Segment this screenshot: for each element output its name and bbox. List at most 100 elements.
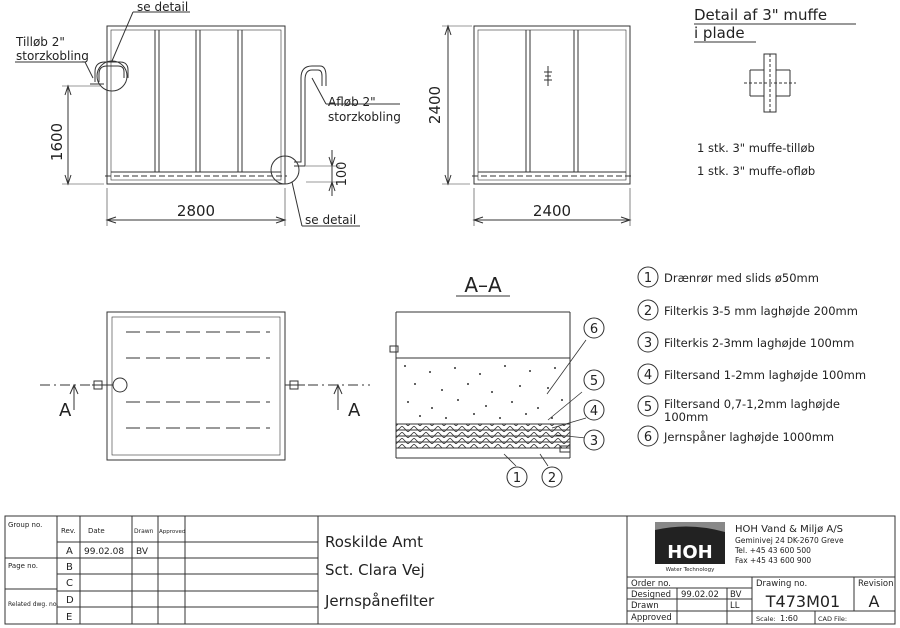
company-tel: Tel. +45 43 600 500 [734, 546, 811, 555]
cad-file-label: CAD File: [818, 615, 847, 623]
detail-item-2: 1 stk. 3" muffe-ofløb [697, 164, 815, 178]
svg-text:1: 1 [644, 271, 652, 286]
legend-item-1: 1 Drænrør med slids ø50mm [637, 266, 819, 288]
plan-inlet-circle [112, 377, 128, 393]
section-bubbles [506, 317, 605, 488]
rev-a-date: 99.02.08 [84, 547, 124, 557]
order-no-label: Order no. [631, 579, 671, 589]
company-logo [655, 522, 725, 564]
front-view [15, 11, 400, 227]
title-block [4, 515, 896, 625]
dim-width-front: 2800 [177, 202, 215, 220]
muffe-detail-drawing [744, 53, 796, 113]
drawn-header: Drawn [134, 528, 154, 535]
side-tank-outline [473, 25, 631, 185]
rev-e: E [66, 612, 72, 623]
approved-label: Approved [631, 613, 672, 623]
detail-callout-bottom: se detail [305, 213, 356, 227]
legend-item-6: 6 Jernspåner laghøjde 1000mm [637, 425, 834, 447]
detail-title-1: Detail af 3" muffe [694, 6, 827, 24]
rev-d: D [66, 595, 74, 606]
revision-value: A [869, 592, 880, 611]
scale-value: 1:60 [780, 614, 798, 623]
section-mark-right: A [348, 400, 361, 421]
logo-text: HOH [667, 542, 712, 563]
svg-text:Filtersand 1-2mm laghøjde 100m: Filtersand 1-2mm laghøjde 100mm [664, 368, 866, 382]
legend-item-4: 4 Filtersand 1-2mm laghøjde 100mm [637, 363, 866, 385]
svg-text:2: 2 [644, 304, 652, 319]
iron-chips-speckle [404, 365, 563, 419]
designed-label: Designed [631, 590, 671, 600]
scale-label: Scale: [756, 615, 776, 623]
svg-text:100mm: 100mm [664, 410, 708, 424]
project-line-1: Roskilde Amt [325, 533, 423, 551]
legend: 1 Drænrør med slids ø50mm 2 Filterkis 3-… [637, 266, 866, 447]
rev-header: Rev. [61, 527, 76, 535]
rev-a: A [66, 546, 73, 557]
svg-text:2: 2 [548, 471, 556, 486]
svg-text:6: 6 [590, 322, 598, 337]
dim-height-front: 1600 [48, 123, 66, 161]
company-name: HOH Vand & Miljø A/S [735, 524, 843, 535]
section-view [389, 311, 587, 467]
outlet-label-2: storzkobling [328, 110, 401, 124]
svg-text:Filtersand 0,7-1,2mm laghøjde: Filtersand 0,7-1,2mm laghøjde [664, 397, 840, 411]
rev-c: C [66, 578, 73, 589]
front-tank-outline [106, 25, 286, 185]
section-arrow-right [333, 383, 343, 410]
dim-height-side: 2400 [426, 86, 444, 124]
svg-text:Filterkis 2-3mm laghøjde 100mm: Filterkis 2-3mm laghøjde 100mm [664, 336, 854, 350]
svg-text:4: 4 [590, 404, 598, 419]
designed-date: 99.02.02 [681, 590, 719, 600]
legend-item-3: 3 Filterkis 2-3mm laghøjde 100mm [637, 331, 854, 353]
section-arrow-left [69, 383, 79, 410]
related-dwg-label: Related dwg. no. [8, 601, 58, 608]
drawing-no-label: Drawing no. [756, 579, 807, 589]
svg-text:4: 4 [644, 368, 652, 383]
outlet-label-1: Afløb 2" [328, 95, 376, 109]
section-title: A–A [464, 273, 502, 297]
legend-item-5: 5 Filtersand 0,7-1,2mm laghøjde 100mm [637, 395, 840, 424]
plan-view [40, 311, 370, 461]
project-line-2: Sct. Clara Vej [325, 561, 425, 579]
drawn-by: LL [730, 601, 740, 611]
svg-text:5: 5 [590, 374, 598, 389]
plan-tank-outline [106, 311, 286, 461]
rev-a-drawn: BV [136, 547, 149, 557]
approved-header: Approved [159, 529, 185, 535]
svg-text:5: 5 [644, 400, 652, 415]
drawn-label: Drawn [631, 601, 659, 611]
inlet-label-1: Tilløb 2" [15, 35, 65, 49]
side-view [442, 24, 632, 226]
rev-b: B [66, 562, 73, 573]
page-no-label: Page no. [8, 562, 38, 570]
company-fax: Fax +45 43 600 900 [735, 556, 811, 565]
detail-item-1: 1 stk. 3" muffe-tilløb [697, 141, 815, 155]
svg-text:3: 3 [590, 434, 598, 449]
inlet-pipe [94, 61, 129, 82]
revision-label: Revision [858, 579, 894, 589]
svg-text:1: 1 [513, 471, 521, 486]
outlet-pipe [294, 69, 323, 167]
drawing-no: T473M01 [765, 592, 840, 611]
dim-outlet-height: 100 [335, 162, 350, 187]
svg-text:Drænrør med slids ø50mm: Drænrør med slids ø50mm [664, 271, 819, 285]
svg-text:3: 3 [644, 336, 652, 351]
company-address: Geminivej 24 DK-2670 Greve [735, 536, 844, 545]
group-no-label: Group no. [8, 521, 42, 529]
logo-subtitle: Water Technology [666, 567, 716, 573]
detail-title-2: i plade [694, 24, 745, 42]
date-header: Date [88, 527, 105, 535]
side-muffe [544, 66, 552, 86]
dim-width-side: 2400 [533, 202, 571, 220]
svg-text:Filterkis 3-5 mm laghøjde 200m: Filterkis 3-5 mm laghøjde 200mm [664, 304, 858, 318]
detail-callout-top: se detail [137, 0, 188, 14]
outlet-detail-circle [270, 155, 300, 185]
project-line-3: Jernspånefilter [324, 592, 435, 610]
designed-by: BV [730, 590, 742, 600]
legend-item-2: 2 Filterkis 3-5 mm laghøjde 200mm [637, 299, 858, 321]
svg-text:6: 6 [644, 430, 652, 445]
section-mark-left: A [59, 400, 72, 421]
svg-text:Jernspåner laghøjde 1000mm: Jernspåner laghøjde 1000mm [663, 430, 834, 444]
